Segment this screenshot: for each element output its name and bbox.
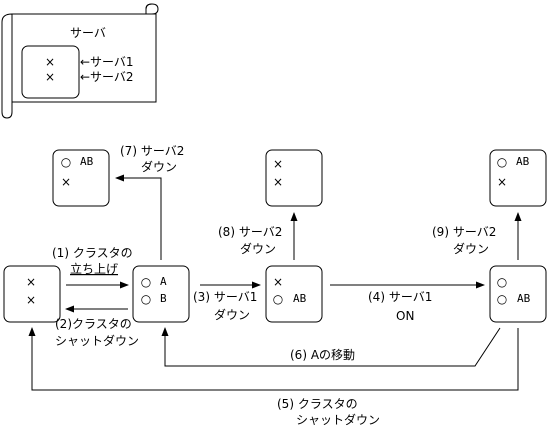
- state-server1-down: × ○ AB: [265, 265, 323, 323]
- s9-row1-group: AB: [516, 155, 530, 168]
- label-t5-line1: (5) クラスタの: [277, 397, 358, 411]
- scroll-top-edge: [12, 3, 159, 15]
- state-both-down: × ×: [3, 265, 61, 323]
- label-t8-line1: (8) サーバ2: [218, 225, 282, 239]
- s1-row2-mark: ○: [141, 292, 151, 306]
- label-t8-line2: ダウン: [240, 241, 276, 256]
- label-t2-line2: シャットダウン: [55, 333, 139, 348]
- arrow-move-a: [161, 327, 501, 367]
- state-server2-down-from-s1: ○ AB ×: [52, 149, 110, 207]
- label-t1-line2: 立ち上げ: [70, 261, 118, 276]
- label-t3-line1: (3) サーバ1: [193, 290, 257, 304]
- legend-title: サーバ: [70, 26, 106, 40]
- label-t3-line2: ダウン: [214, 307, 250, 322]
- s7-row1-group: AB: [80, 155, 94, 168]
- label-t9-line2: ダウン: [453, 241, 489, 256]
- legend-mark-2: ×: [45, 70, 55, 84]
- legend-label-server2: ←サーバ2: [80, 70, 134, 84]
- state-server1-on: ○ ○ AB: [489, 265, 547, 323]
- s7-row2: ×: [61, 175, 71, 189]
- label-t9-line1: (9) サーバ2: [432, 225, 496, 239]
- s9-row1-mark: ○: [497, 155, 507, 169]
- s7-row1-mark: ○: [61, 155, 71, 169]
- s1-row1-group: A: [160, 275, 167, 288]
- label-t5-line2: シャットダウン: [296, 412, 380, 427]
- label-t2-line1: (2)クラスタの: [55, 317, 132, 331]
- arrow-cluster-shutdown-5: [28, 327, 519, 391]
- s2-row2-group: AB: [293, 292, 307, 305]
- s8-row2: ×: [273, 175, 283, 189]
- scroll-body-edge: [12, 13, 157, 103]
- s2-row1: ×: [273, 275, 283, 289]
- s3-row2-group: AB: [517, 292, 531, 305]
- scroll-left-roll: [1, 13, 13, 119]
- label-t6: (6) Aの移動: [290, 348, 355, 362]
- s9-row2: ×: [497, 175, 507, 189]
- s1-row1-mark: ○: [141, 275, 151, 289]
- state-both-down-from-s2: × ×: [265, 149, 323, 207]
- s2-row2-mark: ○: [273, 292, 283, 306]
- s0-row2: ×: [26, 293, 36, 307]
- arrow-server2-down-7: [115, 174, 162, 260]
- legend-server-box: [21, 45, 80, 99]
- s0-row1: ×: [26, 275, 36, 289]
- label-t1-line1: (1) クラスタの: [52, 246, 133, 260]
- state-a-b-running: ○ A ○ B: [132, 265, 190, 323]
- label-t4-line1: (4) サーバ1: [368, 290, 432, 304]
- s8-row1: ×: [273, 157, 283, 171]
- legend-mark-1: ×: [45, 55, 55, 69]
- label-t7-line1: (7) サーバ2: [120, 144, 184, 158]
- s1-row2-group: B: [160, 292, 167, 305]
- label-t7-line2: ダウン: [141, 159, 177, 174]
- legend-label-server1: ←サーバ1: [80, 55, 134, 69]
- label-t4-line2: ON: [396, 309, 414, 323]
- legend-scroll: サーバ × × ←サーバ1 ←サーバ2: [1, 3, 159, 119]
- state-server2-down-from-s3: ○ AB ×: [489, 149, 547, 207]
- s3-row1-mark: ○: [497, 275, 507, 289]
- s3-row2-mark: ○: [497, 292, 507, 306]
